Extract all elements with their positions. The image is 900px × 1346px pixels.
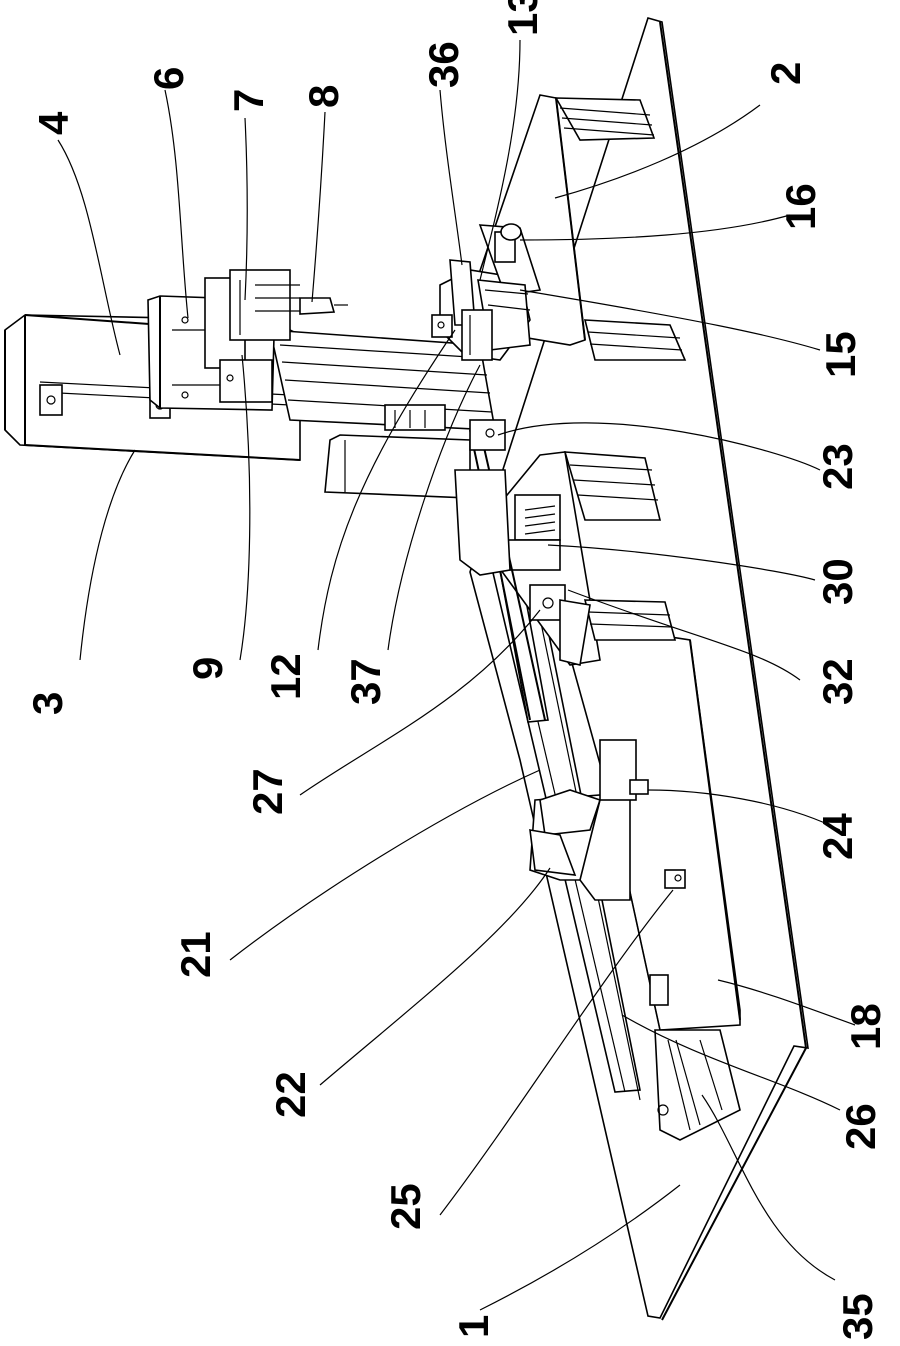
label-4: 4	[30, 111, 77, 135]
reference-numerals: 4 6 7 8 36 13 2 16 15 23 30 32 24 18 26 …	[24, 0, 889, 1340]
label-12: 12	[262, 653, 309, 700]
label-35: 35	[834, 1293, 881, 1340]
label-7: 7	[225, 89, 272, 112]
label-1: 1	[450, 1315, 497, 1338]
label-3: 3	[24, 692, 71, 715]
label-8: 8	[300, 85, 347, 108]
label-36: 36	[420, 41, 467, 88]
label-26: 26	[837, 1103, 884, 1150]
label-27: 27	[244, 768, 291, 815]
label-21: 21	[172, 931, 219, 978]
label-6: 6	[145, 67, 192, 90]
label-15: 15	[817, 331, 864, 378]
label-16: 16	[777, 183, 824, 230]
label-25: 25	[382, 1183, 429, 1230]
label-13: 13	[499, 0, 546, 36]
label-23: 23	[814, 443, 861, 490]
label-24: 24	[814, 813, 861, 860]
label-9: 9	[184, 657, 231, 680]
label-18: 18	[842, 1003, 889, 1050]
label-37: 37	[342, 658, 389, 705]
label-30: 30	[814, 558, 861, 605]
label-2: 2	[762, 62, 809, 85]
label-22: 22	[267, 1071, 314, 1118]
label-32: 32	[814, 658, 861, 705]
